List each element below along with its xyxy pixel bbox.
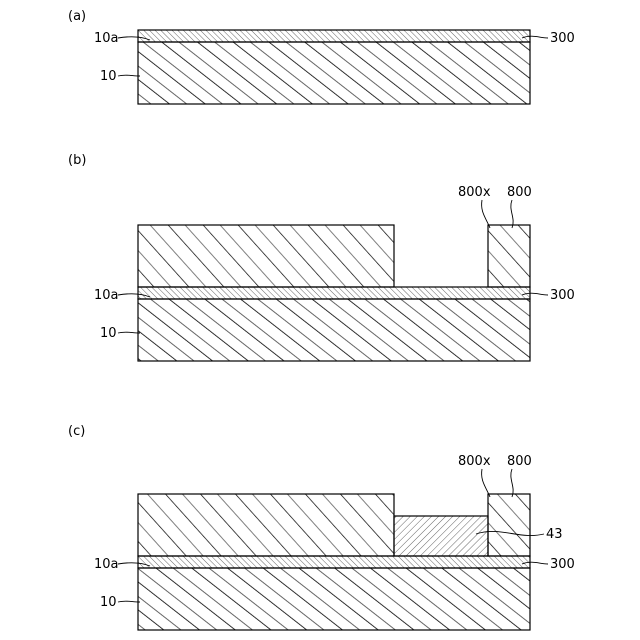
film-layer-300 [138,287,530,299]
label-substrate: 10 [100,69,117,84]
mask-800-right [488,225,530,287]
mask-800-right [488,494,530,556]
panel-tag: (a) [68,9,86,24]
panel-tag: (b) [68,153,86,168]
label-substrate: 10 [100,326,117,341]
leader-opening [482,200,490,228]
leader-opening [482,469,490,497]
substrate-10 [138,568,530,630]
label-substrate: 10 [100,595,117,610]
mask-800-left [138,225,394,287]
film-layer-300 [138,556,530,568]
label-film: 300 [550,31,575,46]
label-surface: 10a [94,31,119,46]
leader-substrate [118,75,140,76]
leader-substrate [118,601,140,602]
substrate-10 [138,42,530,104]
label-mask: 800 [507,454,532,469]
label-fill: 43 [546,527,563,542]
panel-a: (a) 10a 10 300 [68,9,575,104]
substrate-10 [138,299,530,361]
label-film: 300 [550,557,575,572]
leader-mask [511,469,513,497]
panel-b: (b) 800x 800 10a 10 300 [68,153,575,361]
leader-substrate [118,332,140,333]
label-surface: 10a [94,557,119,572]
panel-c: (c) 800x 800 43 10a 10 300 [68,424,575,630]
label-surface: 10a [94,288,119,303]
label-film: 300 [550,288,575,303]
panel-tag: (c) [68,424,85,439]
leader-mask [511,200,513,228]
film-layer-300 [138,30,530,42]
label-opening: 800x [458,454,491,469]
mask-800-left [138,494,394,556]
filler-43 [394,516,488,556]
label-mask: 800 [507,185,532,200]
label-opening: 800x [458,185,491,200]
